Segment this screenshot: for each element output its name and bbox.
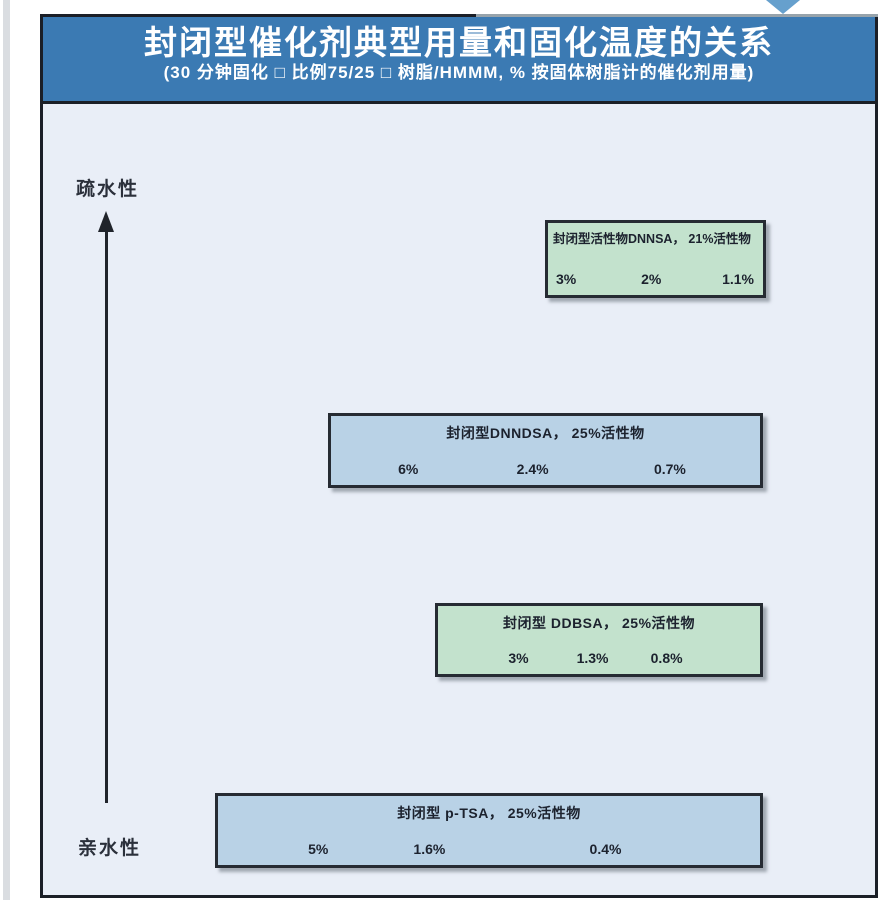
catalyst-box-title: 封闭型活性物DNNSA， 21%活性物	[553, 232, 751, 246]
catalyst-box-ptsa: 封闭型 p-TSA， 25%活性物 5% 1.6% 0.4%	[215, 793, 763, 868]
chart-title: 封闭型催化剂典型用量和固化温度的关系	[144, 24, 774, 61]
page-edge-strip	[3, 0, 10, 900]
dosage-value: 6%	[398, 461, 419, 477]
up-arrow-icon	[98, 211, 114, 232]
triangle-marker-icon	[766, 0, 800, 14]
catalyst-box-dnnsa: 封闭型活性物DNNSA， 21%活性物 3% 2% 1.1%	[545, 220, 766, 298]
frame-top-border-fade	[475, 14, 878, 17]
dosage-value: 1.3%	[576, 650, 609, 666]
dosage-value: 1.6%	[413, 841, 446, 857]
dosage-value: 5%	[308, 841, 329, 857]
catalyst-box-title: 封闭型 p-TSA， 25%活性物	[397, 805, 581, 821]
dosage-value: 2%	[641, 271, 662, 287]
dosage-value: 0.8%	[650, 650, 683, 666]
dosage-value: 1.1%	[722, 271, 754, 287]
dosage-value: 3%	[556, 271, 577, 287]
axis-label-hydrophobic: 疏水性	[76, 179, 140, 200]
dosage-value: 3%	[508, 650, 529, 666]
chart-subtitle: (30 分钟固化 □ 比例75/25 □ 树脂/HMMM, % 按固体树脂计的催…	[163, 63, 755, 82]
catalyst-box-title: 封闭型DNNDSA， 25%活性物	[446, 425, 645, 441]
catalyst-box-title: 封闭型 DDBSA， 25%活性物	[502, 615, 696, 631]
axis-label-hydrophilic: 亲水性	[78, 838, 142, 859]
dosage-value: 0.7%	[653, 461, 686, 477]
hydrophobicity-axis-line	[105, 230, 108, 803]
catalyst-box-dnndsa: 封闭型DNNDSA， 25%活性物 6% 2.4% 0.7%	[328, 413, 763, 488]
dosage-value: 0.4%	[589, 841, 622, 857]
chart-header: 封闭型催化剂典型用量和固化温度的关系 (30 分钟固化 □ 比例75/25 □ …	[43, 17, 875, 104]
dosage-value: 2.4%	[516, 461, 549, 477]
catalyst-box-ddbsa: 封闭型 DDBSA， 25%活性物 3% 1.3% 0.8%	[435, 603, 763, 677]
